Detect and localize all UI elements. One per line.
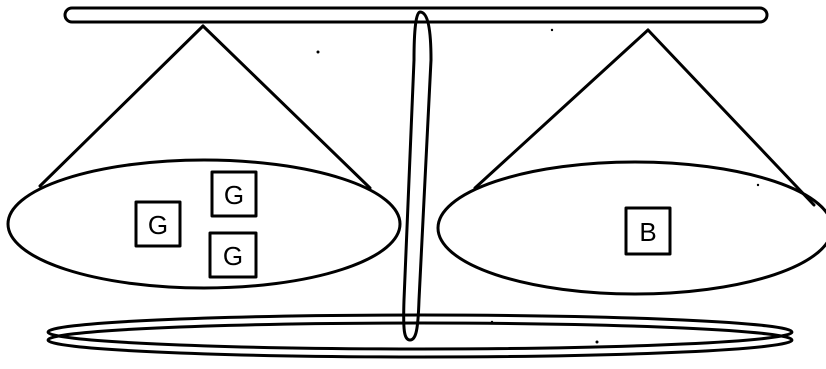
left-pan-block: G bbox=[212, 172, 256, 216]
block-label: B bbox=[639, 217, 656, 247]
scale-base bbox=[48, 315, 792, 357]
left-pan-block: G bbox=[210, 233, 256, 277]
left-pan bbox=[8, 160, 400, 288]
block-label: G bbox=[224, 180, 244, 210]
right-pan bbox=[438, 162, 826, 294]
right-pan-block: B bbox=[626, 208, 670, 254]
left-pan-block: G bbox=[136, 202, 180, 246]
block-label: G bbox=[223, 241, 243, 271]
block-label: G bbox=[148, 210, 168, 240]
left-pan-strings bbox=[40, 26, 370, 188]
scale-post bbox=[404, 12, 431, 340]
